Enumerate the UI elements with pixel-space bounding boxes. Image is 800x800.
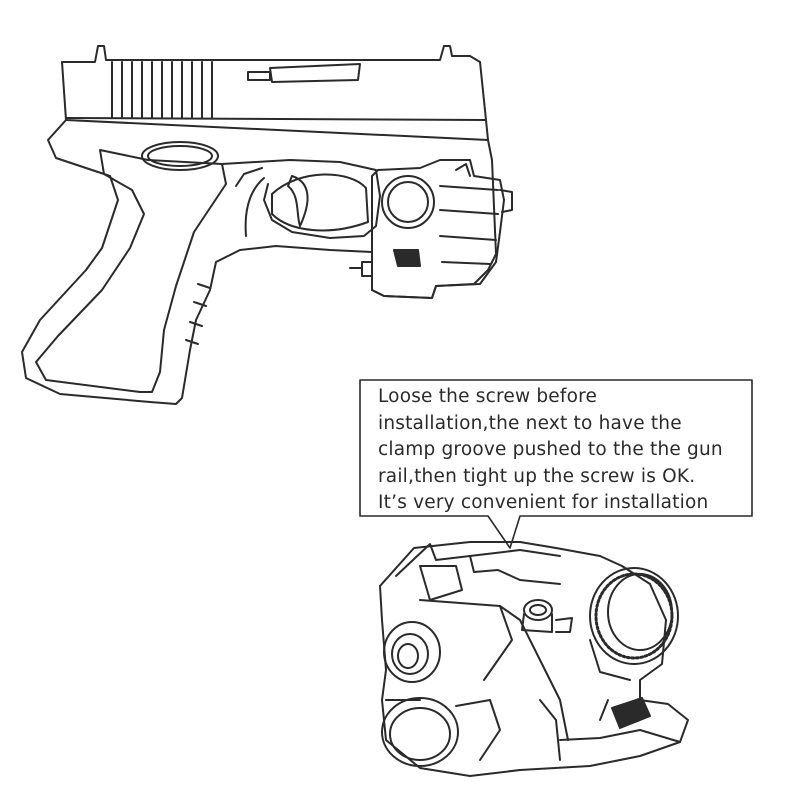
instruction-line: It’s very convenient for installation [378, 492, 709, 513]
instruction-line: Loose the screw before [378, 386, 598, 407]
instruction-line: installation,the next to have the [378, 412, 682, 434]
knurled-dial-icon [589, 567, 679, 681]
callout-box [359, 379, 753, 549]
switch-pad-icon [599, 697, 651, 729]
laser-lens-icon [383, 621, 441, 683]
light-module-closeup-icon [379, 541, 689, 777]
light-module-icon [349, 159, 513, 299]
clamp-screw-icon [521, 599, 573, 633]
slide-serrations [111, 61, 213, 119]
instruction-text: Loose the screw before installation,the … [360, 380, 752, 516]
instruction-line: rail,then tight up the screw is OK. [378, 465, 696, 487]
pistol-with-light-laser-icon [21, 45, 513, 405]
light-lens-icon [381, 697, 501, 767]
instruction-line: clamp groove pushed to the the gun [378, 439, 723, 460]
